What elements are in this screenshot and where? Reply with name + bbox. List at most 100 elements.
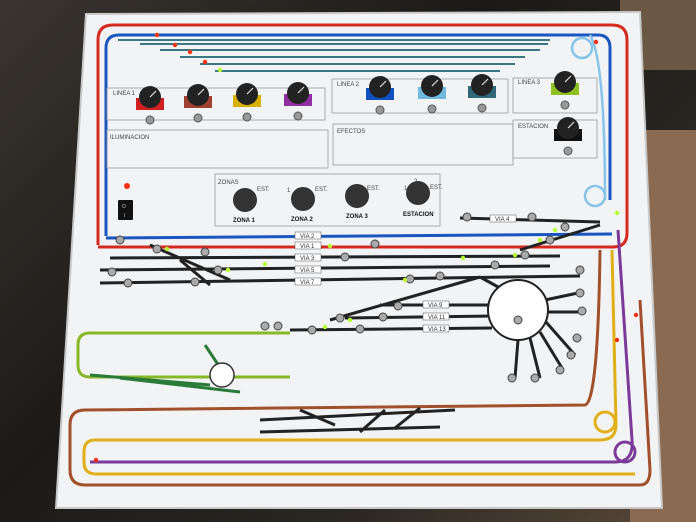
direction-toggle[interactable]	[563, 146, 573, 156]
signal-led-green	[402, 277, 408, 283]
switch-toggle[interactable]	[490, 260, 500, 270]
direction-toggle[interactable]	[560, 100, 570, 110]
track-line-blue-bottom	[105, 232, 613, 240]
signal-led-green	[262, 261, 268, 267]
switch-toggle[interactable]	[355, 324, 365, 334]
switch-toggle[interactable]	[115, 235, 125, 245]
via-label-box	[294, 231, 322, 240]
switch-toggle[interactable]	[378, 312, 388, 322]
estacion-label: ESTACION	[518, 124, 548, 130]
signal-led-green	[217, 67, 223, 73]
iluminacion-label: ILUMINACION	[110, 135, 149, 141]
linea2-box	[331, 78, 509, 114]
power-switch[interactable]	[118, 200, 133, 220]
direction-toggle[interactable]	[293, 111, 303, 121]
track-line-red	[96, 23, 629, 249]
switch-toggle[interactable]	[545, 235, 555, 245]
switch-toggle[interactable]	[213, 265, 223, 275]
signal-led-green	[322, 324, 328, 330]
switch-toggle[interactable]	[335, 313, 345, 323]
zone-knob-label: ZONA 1	[233, 218, 255, 224]
dial-mark-1: 1	[287, 188, 291, 194]
direction-toggle[interactable]	[375, 105, 385, 115]
dial-mark-est: EST.	[315, 187, 328, 193]
signal-led-green	[614, 210, 620, 216]
via-label-box	[422, 300, 450, 309]
knob-indicator	[197, 88, 205, 96]
signal-led-green	[327, 243, 333, 249]
switch-toggle[interactable]	[513, 315, 523, 325]
zone-knob-estacion[interactable]: ESTACION 1 2 EST.	[403, 179, 443, 218]
switch-toggle[interactable]	[190, 277, 200, 287]
zone-knob[interactable]	[406, 181, 430, 205]
switch-toggle[interactable]	[152, 244, 162, 254]
turntable[interactable]	[487, 279, 549, 341]
via-label-box	[294, 241, 322, 250]
switch-toggle[interactable]	[123, 278, 133, 288]
switch-toggle[interactable]	[530, 373, 540, 383]
efectos-label: EFECTOS	[337, 129, 365, 135]
knob-indicator	[564, 75, 572, 83]
linea1-box	[106, 87, 326, 121]
dial-mark-est: EST.	[367, 186, 380, 192]
switch-toggle[interactable]	[340, 252, 350, 262]
zone-knob[interactable]	[291, 187, 315, 211]
knob-indicator	[431, 79, 439, 87]
switch-toggle[interactable]	[405, 274, 415, 284]
via-label-box	[294, 265, 322, 274]
switch-toggle[interactable]	[462, 212, 472, 222]
switch-toggle[interactable]	[370, 239, 380, 249]
dial-mark-2: 2	[414, 179, 418, 185]
switch-toggle[interactable]	[260, 321, 270, 331]
dial-mark-est: EST.	[257, 187, 270, 193]
purple-loop	[613, 440, 637, 464]
track-line-purple	[90, 229, 634, 464]
zone-knob-label: ESTACION	[403, 212, 434, 218]
switch-toggle[interactable]	[560, 222, 570, 232]
direction-toggle[interactable]	[427, 104, 437, 114]
small-turntable	[209, 362, 235, 388]
direction-toggle[interactable]	[477, 103, 487, 113]
switch-toggle[interactable]	[507, 373, 517, 383]
zone-knob[interactable]	[345, 184, 369, 208]
zonas-box	[214, 173, 441, 227]
via-label-box	[422, 312, 450, 321]
zone-knob-label: ZONA 2	[291, 217, 313, 223]
switch-toggle[interactable]	[575, 288, 585, 298]
signal-led-green	[552, 227, 558, 233]
switch-toggle[interactable]	[520, 250, 530, 260]
switch-toggle[interactable]	[107, 267, 117, 277]
switch-toggle[interactable]	[572, 333, 582, 343]
linea1-label: LINEA 1	[113, 91, 136, 97]
via-label-box	[422, 324, 450, 333]
switch-toggle[interactable]	[575, 265, 585, 275]
via-label: VIA 5	[300, 268, 315, 274]
switch-toggle[interactable]	[555, 365, 565, 375]
zone-knob-1[interactable]: ZONA 1 EST.	[233, 187, 270, 224]
zone-knob-3[interactable]: ZONA 3 EST.	[345, 184, 380, 220]
power-off-mark: O	[122, 204, 126, 210]
zonas-label: ZONAS	[218, 180, 239, 186]
knob-indicator	[297, 86, 305, 94]
switch-toggle[interactable]	[393, 301, 403, 311]
direction-toggle[interactable]	[193, 113, 203, 123]
zone-knob[interactable]	[233, 188, 257, 212]
via-label: VIA 9	[428, 303, 443, 309]
zone-knob-2[interactable]: ZONA 2 1 EST.	[287, 187, 328, 223]
switch-toggle[interactable]	[200, 247, 210, 257]
track-line-green	[76, 331, 290, 379]
switch-toggle[interactable]	[307, 325, 317, 335]
knob-indicator	[379, 80, 387, 88]
switch-toggle[interactable]	[527, 212, 537, 222]
switch-toggle[interactable]	[566, 350, 576, 360]
track-line-brown	[68, 249, 652, 487]
switch-toggle[interactable]	[577, 306, 587, 316]
switch-toggle[interactable]	[273, 321, 283, 331]
signal-led-red	[614, 337, 620, 343]
switch-toggle[interactable]	[435, 271, 445, 281]
direction-toggle[interactable]	[145, 115, 155, 125]
direction-toggle[interactable]	[242, 112, 252, 122]
signal-led-green	[512, 252, 518, 258]
linea2-label: LINEA 2	[337, 82, 360, 88]
